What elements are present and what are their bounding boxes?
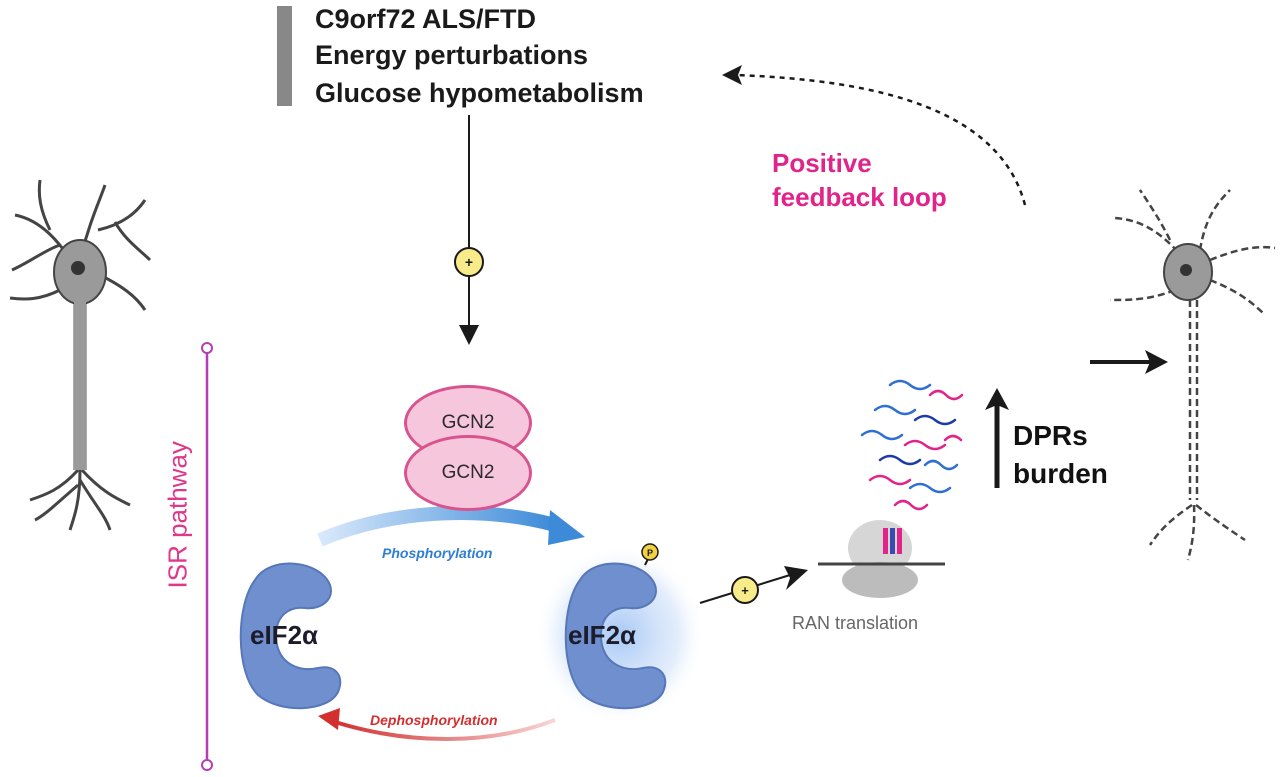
dephosphorylation-arrowhead bbox=[318, 708, 340, 730]
phosphorylation-arrowhead bbox=[548, 510, 585, 545]
healthy-neuron-axon bbox=[74, 300, 86, 470]
ribosome-icon bbox=[818, 520, 945, 598]
gcn2-bottom: GCN2 bbox=[404, 435, 532, 511]
degenerating-neuron-nucleus bbox=[1180, 264, 1192, 276]
header-glucose-hypometabolism: Glucose hypometabolism bbox=[315, 78, 644, 108]
header-bar bbox=[277, 6, 292, 106]
svg-text:P: P bbox=[647, 548, 653, 558]
ran-translation-label: RAN translation bbox=[792, 613, 919, 633]
header-energy-perturbations: Energy perturbations bbox=[315, 40, 589, 70]
isr-pathway-top-node bbox=[201, 342, 213, 354]
isr-pathway-label: ISR pathway bbox=[162, 441, 193, 589]
eif2a-right-shape bbox=[564, 562, 667, 710]
eif2a-right-label: eIF2α bbox=[568, 620, 637, 650]
feedback-arrowhead bbox=[722, 65, 742, 85]
phosphorylation-arrow bbox=[317, 506, 557, 547]
eif2a-left-label: eIF2α bbox=[250, 620, 319, 650]
svg-text:+: + bbox=[465, 254, 473, 270]
dprs-label-line2: burden bbox=[1013, 458, 1108, 489]
plus-circle-icon: + bbox=[731, 576, 759, 604]
phosphorylation-label: Phosphorylation bbox=[382, 545, 493, 561]
gcn2-bottom-label: GCN2 bbox=[441, 462, 495, 483]
feedback-label-line2: feedback loop bbox=[772, 182, 947, 212]
ran-activation-arrowhead bbox=[784, 566, 808, 590]
dephosphorylation-arrow bbox=[334, 718, 556, 741]
degeneration-arrowhead bbox=[1145, 350, 1168, 374]
plus-circle-icon: + bbox=[454, 247, 484, 277]
eif2a-left-shape bbox=[239, 562, 342, 710]
feedback-label-line1: Positive bbox=[772, 148, 872, 178]
dpr-squiggles bbox=[860, 379, 964, 511]
header-title: C9orf72 ALS/FTD bbox=[315, 4, 537, 34]
dephosphorylation-label: Dephosphorylation bbox=[370, 712, 498, 728]
svg-text:+: + bbox=[741, 583, 749, 598]
dprs-arrowhead bbox=[985, 388, 1009, 410]
gcn2-top-label: GCN2 bbox=[441, 412, 495, 433]
dprs-label-line1: DPRs bbox=[1013, 420, 1088, 451]
healthy-neuron-nucleus bbox=[71, 261, 85, 275]
feedback-loop-arrow bbox=[734, 73, 1027, 206]
phosphate-p-icon: P bbox=[641, 543, 659, 561]
isr-pathway-bottom-node bbox=[201, 759, 213, 771]
degenerating-neuron bbox=[1109, 189, 1276, 561]
